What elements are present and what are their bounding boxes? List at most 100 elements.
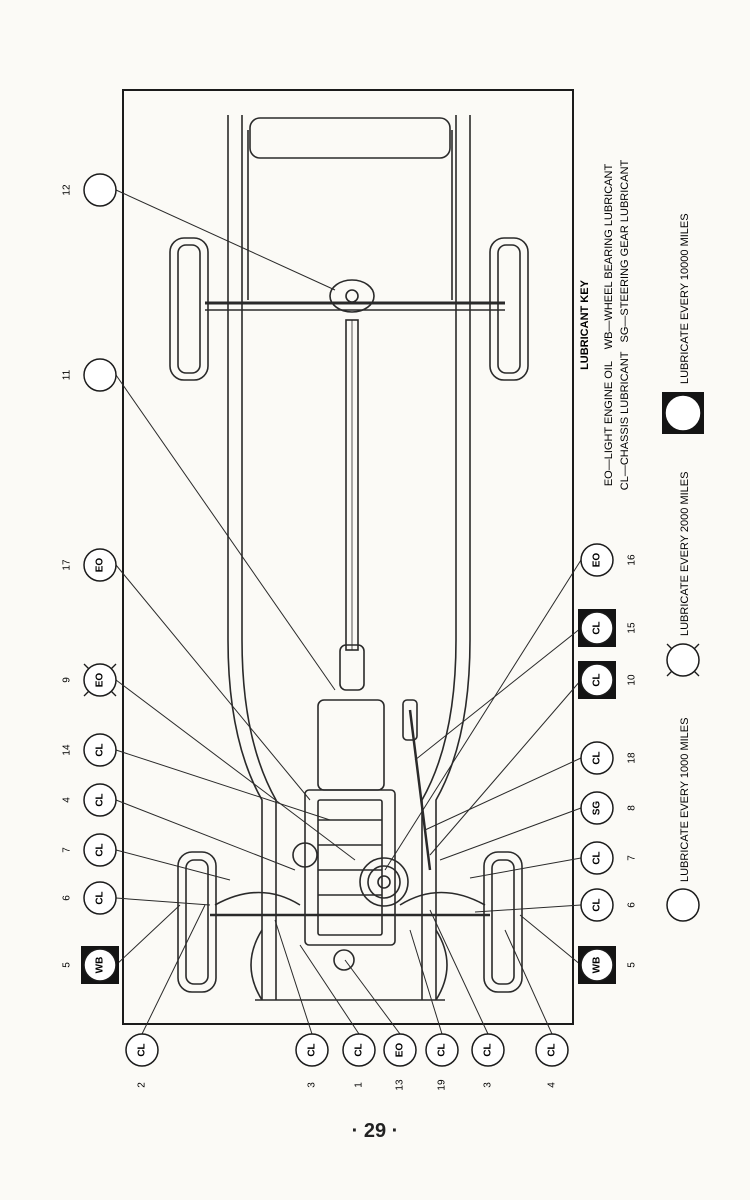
lube-point-circle	[580, 888, 614, 922]
lube-point-circle	[83, 783, 117, 817]
lube-point-number: 13	[395, 1079, 406, 1091]
front-wheel-right	[483, 851, 523, 993]
lube-point-circle	[383, 1033, 417, 1067]
top_row_points-point-9: EO 9	[62, 663, 117, 697]
bottom_row_points-point-18: CL 18	[580, 741, 638, 775]
lube-code-label: CL	[547, 1043, 558, 1056]
steering-column	[408, 709, 432, 871]
rear-wheel-left	[169, 237, 209, 381]
front_column_points-point-4: CL 4	[535, 1033, 569, 1088]
lube-code-label: CL	[592, 851, 603, 864]
bottom_row_points-point-6: CL 6	[580, 888, 638, 922]
lube-point-number: 6	[627, 902, 638, 908]
lube-code-label: CL	[592, 751, 603, 764]
lube-point-number: 4	[547, 1082, 558, 1088]
callout-line	[409, 929, 443, 1035]
lube-point-circle	[580, 611, 614, 645]
lube-point-number: 8	[627, 805, 638, 811]
callout-line	[115, 897, 211, 906]
lube-point-circle	[295, 1033, 329, 1067]
lube-code-label: CL	[592, 673, 603, 686]
lube-point-circle	[83, 833, 117, 867]
callout-line	[115, 679, 356, 861]
differential	[329, 279, 375, 313]
callout-line	[424, 757, 582, 831]
top_row_points-point-11: 11	[62, 358, 117, 392]
top_row_points-point-12: 12	[62, 173, 117, 207]
lube-point-number: 9	[62, 677, 73, 683]
bottom_row_points-point-7: CL 7	[580, 841, 638, 875]
lube-point-number: 11	[62, 369, 73, 380]
callout-line	[274, 919, 313, 1035]
lube-code-label: SG	[592, 801, 603, 816]
lube-point-circle	[425, 1033, 459, 1067]
lube-point-circle	[83, 733, 117, 767]
callout-line	[519, 914, 582, 966]
lube-code-label: CL	[592, 898, 603, 911]
lube-code-label: EO	[95, 558, 106, 573]
lube-code-label: CL	[437, 1043, 448, 1056]
lube-point-circle	[342, 1033, 376, 1067]
lube-code-label: CL	[483, 1043, 494, 1056]
lube-point-circle	[580, 791, 614, 825]
lube-point-circle	[125, 1033, 159, 1067]
callout-line	[504, 929, 553, 1035]
callout-line	[344, 959, 401, 1035]
front_column_points-point-3: CL 3	[471, 1033, 505, 1088]
callout-line	[429, 679, 582, 856]
lubricant-key-line-2: CL—CHASSIS LUBRICANT SG—STEERING GEAR LU…	[619, 159, 631, 490]
front_column_points-point-3: CL3	[295, 1033, 329, 1088]
callout-line	[115, 749, 331, 821]
lube-code-label: CL	[95, 743, 106, 756]
page-number: · 29 ·	[351, 1120, 399, 1142]
lube-code-label: CL	[592, 621, 603, 634]
legend-label-2000: LUBRICATE EVERY 2000 MILES	[679, 472, 691, 636]
callout-lines	[115, 189, 582, 1035]
lube-point-number: 7	[627, 855, 638, 861]
frequency-legend: LUBRICATE EVERY 1000 MILES LUBRICATE EVE…	[662, 213, 704, 922]
front_column_points-point-1: CL1	[342, 1033, 376, 1088]
lube-point-circle	[471, 1033, 505, 1067]
lube-point-circle	[83, 663, 117, 697]
callout-line	[299, 944, 360, 1035]
lube-point-number: 18	[627, 752, 638, 764]
flywheel	[359, 857, 409, 907]
lube-code-label: EO	[592, 553, 603, 568]
lube-code-label: CL	[95, 843, 106, 856]
lube-code-label: CL	[95, 793, 106, 806]
top_row_points-point-7: CL 7	[62, 833, 117, 867]
lube-point-circle	[83, 173, 117, 207]
lube-code-label: CL	[95, 891, 106, 904]
legend-plain-circle: LUBRICATE EVERY 1000 MILES	[666, 718, 700, 922]
right-frame-rail	[435, 115, 471, 1000]
lube-point-number: 3	[307, 1082, 318, 1088]
legend-label-10000: LUBRICATE EVERY 10000 MILES	[679, 213, 691, 384]
transmission	[317, 699, 385, 791]
lube-point-circle	[83, 948, 117, 982]
callout-line	[384, 559, 582, 871]
front_column_points-point-2: CL 2	[125, 1033, 159, 1088]
lube-point-number: 6	[62, 895, 73, 901]
callout-line	[414, 627, 582, 761]
lubricant-key-line-1: EO—LIGHT ENGINE OIL WB—WHEEL BEARING LUB…	[603, 164, 615, 487]
legend-square-circle: LUBRICATE EVERY 10000 MILES	[662, 213, 704, 434]
legend-label-1000: LUBRICATE EVERY 1000 MILES	[679, 718, 691, 882]
diagram-border	[122, 89, 574, 1025]
lube-point-circle	[580, 948, 614, 982]
lube-code-label: CL	[354, 1043, 365, 1056]
lube-point-circle	[83, 358, 117, 392]
callout-line	[115, 849, 231, 881]
lube-point-circle	[580, 543, 614, 577]
lube-code-label: CL	[137, 1043, 148, 1056]
lube-code-label: EO	[95, 673, 106, 688]
top_row_points-point-5: WB5	[62, 946, 119, 984]
lube-point-number: 3	[483, 1082, 494, 1088]
legend-cross-circle: LUBRICATE EVERY 2000 MILES	[666, 472, 700, 677]
lube-point-number: 2	[137, 1082, 148, 1088]
lube-point-number: 7	[62, 847, 73, 853]
lube-point-number: 5	[627, 962, 638, 968]
lube-point-circle	[83, 881, 117, 915]
lube-point-circle	[535, 1033, 569, 1067]
